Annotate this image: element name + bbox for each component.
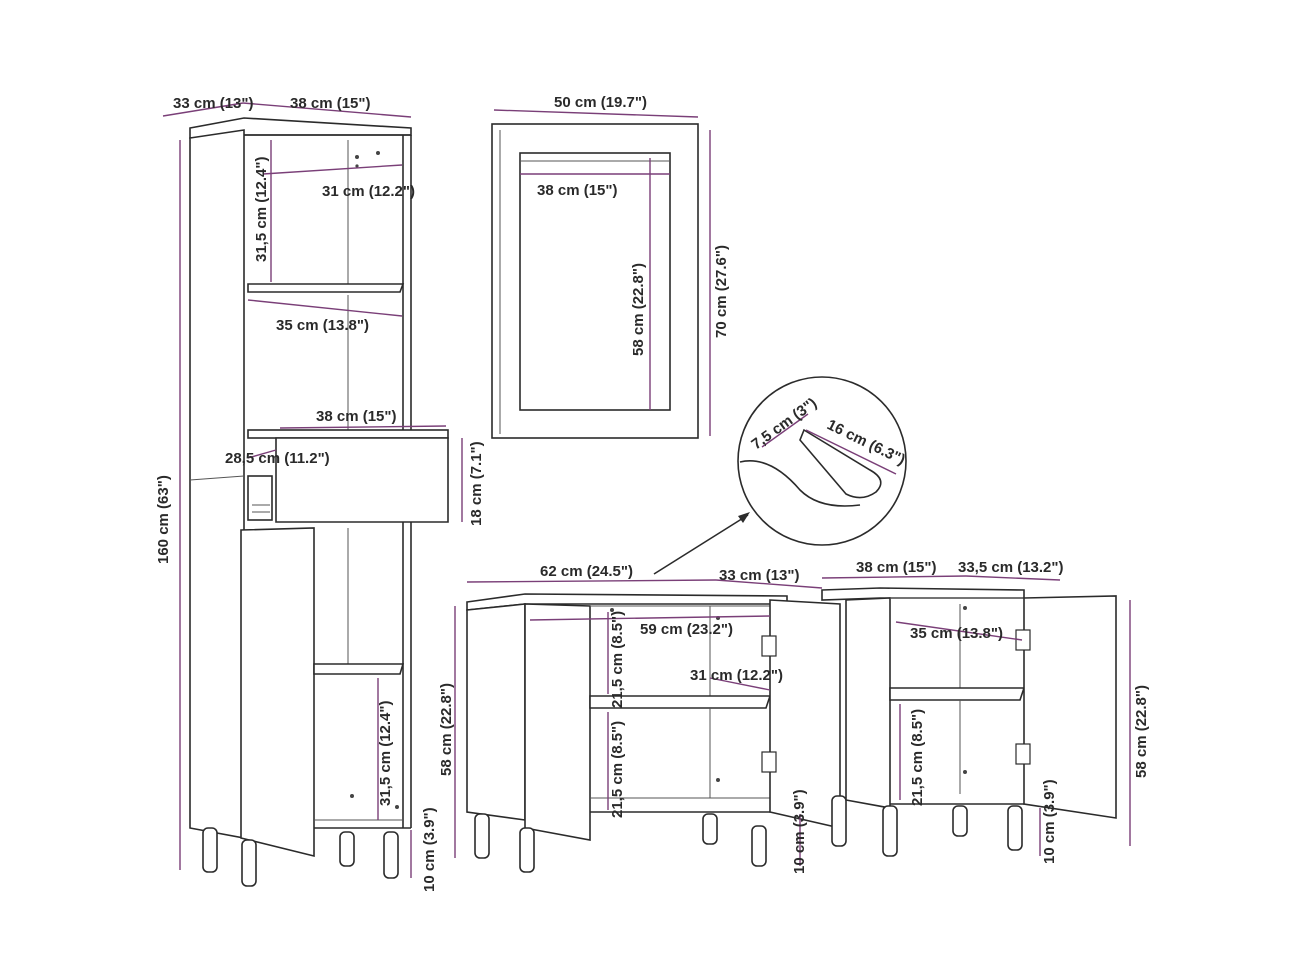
side-cabinet-dimensions bbox=[821, 575, 1131, 856]
tall-shelf-depth-label: 31 cm (12.2") bbox=[322, 183, 415, 200]
sink-inner-width-label: 59 cm (23.2") bbox=[640, 621, 733, 638]
sink-cabinet-drawing bbox=[466, 593, 841, 873]
tall-depth-label: 33 cm (13") bbox=[173, 95, 254, 112]
sink-lower-height-label: 21,5 cm (8.5") bbox=[609, 721, 626, 818]
side-lower-height-label: 21,5 cm (8.5") bbox=[909, 709, 926, 806]
tall-cabinet-drawing bbox=[189, 117, 449, 887]
tall-leg-height-label: 10 cm (3.9") bbox=[421, 807, 438, 892]
handle-detail bbox=[653, 376, 907, 575]
side-cabinet-drawing bbox=[821, 587, 1117, 857]
mirror-inner-height-label: 58 cm (22.8") bbox=[630, 263, 647, 356]
sink-depth-label: 33 cm (13") bbox=[719, 567, 800, 584]
side-leg-height-label: 10 cm (3.9") bbox=[1041, 779, 1058, 864]
tall-cabinet-dimensions bbox=[162, 102, 463, 878]
mirror-drawing bbox=[491, 123, 699, 439]
sink-upper-height-label: 21,5 cm (8.5") bbox=[609, 611, 626, 708]
side-depth-label: 33,5 cm (13.2") bbox=[958, 559, 1064, 576]
side-inner-width-label: 35 cm (13.8") bbox=[910, 625, 1003, 642]
mirror-width-label: 50 cm (19.7") bbox=[554, 94, 647, 111]
sink-shelf-depth-label: 31 cm (12.2") bbox=[690, 667, 783, 684]
tall-shelf-width-label: 35 cm (13.8") bbox=[276, 317, 369, 334]
tall-drawer-height-label: 18 cm (7.1") bbox=[468, 441, 485, 526]
mirror-height-label: 70 cm (27.6") bbox=[713, 245, 730, 338]
tall-top-compartment-height-label: 31,5 cm (12.4") bbox=[253, 156, 270, 262]
side-height-label: 58 cm (22.8") bbox=[1133, 685, 1150, 778]
sink-width-label: 62 cm (24.5") bbox=[540, 563, 633, 580]
tall-width-label: 38 cm (15") bbox=[290, 95, 371, 112]
sink-leg-height-label: 10 cm (3.9") bbox=[791, 789, 808, 874]
tall-total-height-label: 160 cm (63") bbox=[155, 475, 172, 564]
side-width-label: 38 cm (15") bbox=[856, 559, 937, 576]
sink-height-label: 58 cm (22.8") bbox=[438, 683, 455, 776]
mirror-inner-width-label: 38 cm (15") bbox=[537, 182, 618, 199]
sink-cabinet-dimensions bbox=[454, 579, 823, 866]
tall-drawer-depth-label: 28,5 cm (11.2") bbox=[225, 450, 330, 467]
mirror-dimensions bbox=[493, 109, 711, 436]
tall-drawer-width-label: 38 cm (15") bbox=[316, 408, 397, 425]
tall-bottom-compartment-height-label: 31,5 cm (12.4") bbox=[377, 700, 394, 806]
